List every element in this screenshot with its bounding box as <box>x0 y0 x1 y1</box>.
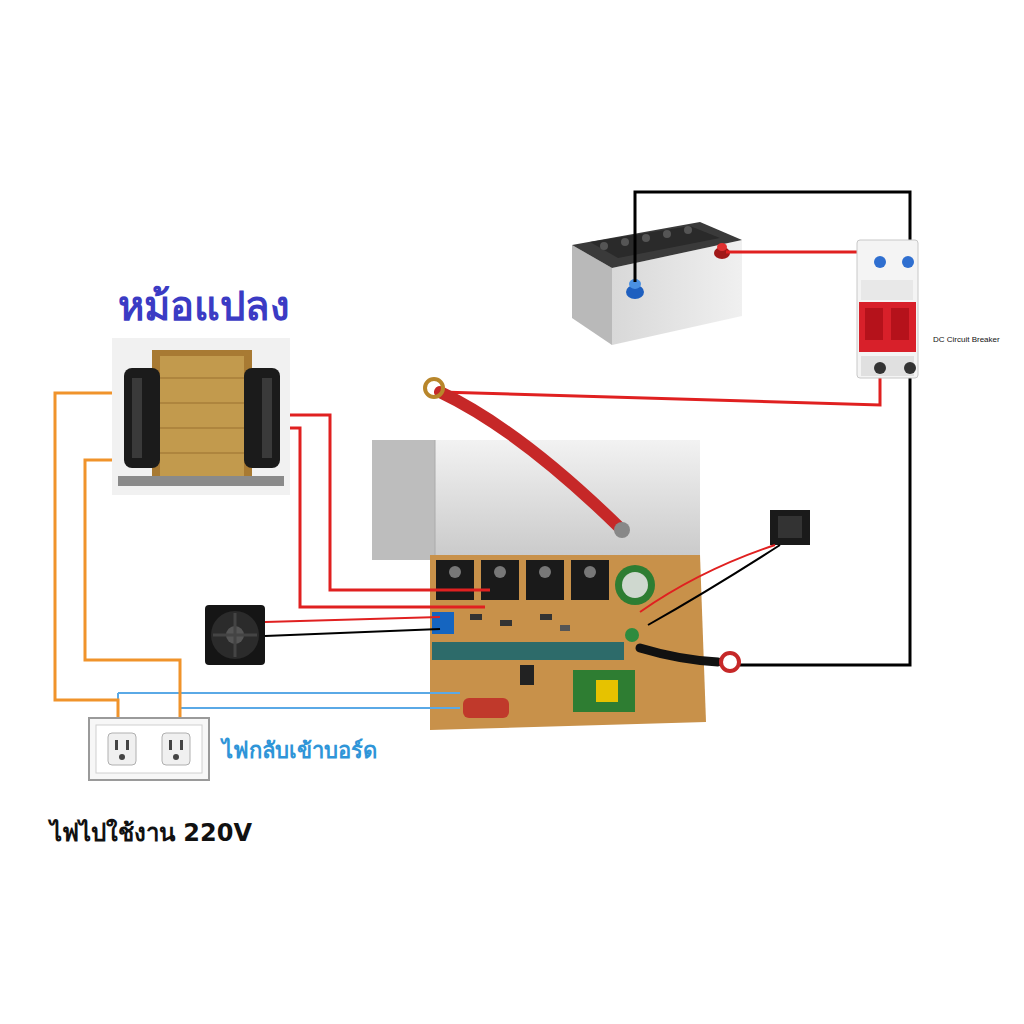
return-power-label: ไฟกลับเข้าบอร์ด <box>222 738 377 764</box>
dc-circuit-breaker: DC Circuit Breaker <box>855 238 920 380</box>
inverter-board <box>430 555 706 730</box>
red-wire <box>440 378 880 405</box>
breaker-picture <box>855 238 920 380</box>
fan-wire <box>265 629 440 636</box>
battery-cable <box>440 392 620 528</box>
transformer: หม้อแปลง <box>112 338 290 495</box>
wire-path <box>85 460 180 717</box>
battery-cable <box>640 648 718 662</box>
ring-lug <box>721 653 739 671</box>
switch-wire <box>640 545 775 612</box>
power-switch <box>770 510 810 545</box>
fan-wire <box>265 617 440 622</box>
node-label: หม้อแปลง <box>118 282 290 330</box>
ring-lug <box>425 379 443 397</box>
transformer-picture <box>112 338 290 495</box>
cooling-fan <box>205 605 265 665</box>
return-wire <box>118 692 460 694</box>
return-wire <box>180 707 460 709</box>
red-wire <box>290 415 490 590</box>
outlet-picture <box>88 717 210 781</box>
black-wire <box>740 378 910 665</box>
battery <box>572 222 742 345</box>
switch-wire <box>648 545 780 625</box>
red-wire <box>290 428 485 607</box>
screw <box>614 522 630 538</box>
node-label: DC Circuit Breaker <box>933 335 1000 345</box>
power-outlet: ไฟไปใช้งาน 220V <box>88 717 210 781</box>
node-label: ไฟไปใช้งาน 220V <box>50 819 252 848</box>
